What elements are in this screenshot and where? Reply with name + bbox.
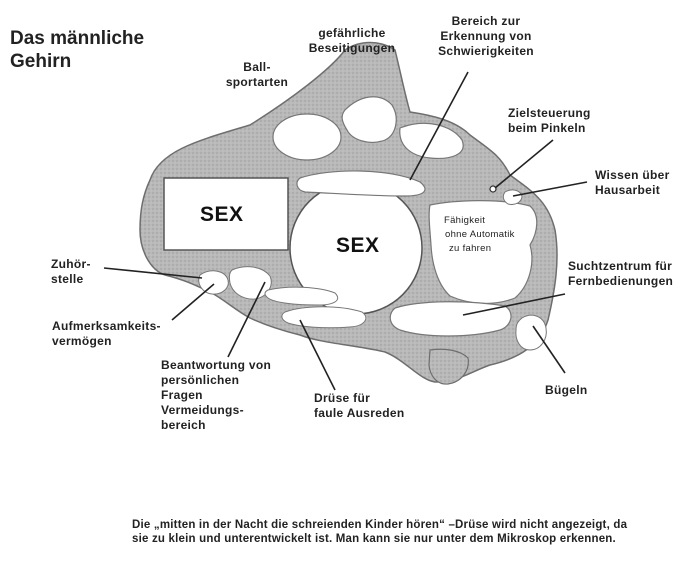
caption: Die „mitten in der Nacht die schreienden… (132, 519, 628, 545)
label-attention: Aufmerksamkeits- vermögen (52, 319, 161, 349)
label-remote-line-1: Suchtzentrum für (568, 259, 673, 273)
sex-left-label: SEX (200, 203, 244, 226)
leader-aiming (494, 139, 554, 189)
region-sex-left (163, 177, 289, 251)
label-listening-line-1: Zuhör- (51, 257, 91, 271)
label-disposals: gefährliche Beseitigungen (308, 26, 396, 56)
label-aiming-line-2: beim Pinkeln (508, 121, 586, 135)
leader-ironing (532, 325, 566, 374)
label-attention-line-1: Aufmerksamkeits- (52, 319, 161, 333)
region-housework (502, 189, 523, 205)
region-ball-sports (272, 113, 342, 161)
leader-remote (462, 293, 566, 316)
label-housework: Wissen über Hausarbeit (595, 168, 670, 198)
region-aiming-dot (489, 185, 497, 193)
driving-label-2: ohne Automatik (445, 229, 515, 240)
label-disposals-line-1: gefährliche (318, 26, 386, 40)
label-personal-line-1: Beantwortung von (161, 358, 272, 372)
region-remote (389, 301, 512, 337)
sex-center-label: SEX (336, 234, 380, 257)
label-personal-line-5: bereich (161, 418, 206, 432)
region-listening (198, 270, 229, 295)
leader-difficulties (409, 71, 469, 181)
region-driving (428, 200, 538, 305)
label-attention-line-2: vermögen (52, 334, 112, 348)
leader-housework (512, 181, 588, 197)
label-aiming: Zielsteuerung beim Pinkeln (508, 106, 591, 136)
label-excuses-line-1: Drüse für (314, 391, 371, 405)
label-excuses: Drüse für faule Ausreden (314, 391, 404, 421)
leader-listening (103, 267, 203, 279)
label-personal-questions: Beantwortung von persönlichen Fragen Ver… (161, 358, 271, 433)
region-disposals (341, 96, 397, 143)
label-excuses-line-2: faule Ausreden (314, 406, 405, 420)
label-personal-line-2: persönlichen (161, 373, 240, 387)
driving-label-1: Fähigkeit (444, 215, 486, 226)
label-personal-line-3: Fragen (161, 388, 203, 402)
driving-label-3: zu fahren (449, 243, 492, 254)
label-ball-line-1: Ball- (243, 60, 271, 74)
label-remote: Suchtzentrum für Fernbedienungen (568, 259, 673, 289)
label-ironing-line-1: Bügeln (545, 383, 588, 397)
label-listening: Zuhör- stelle (51, 257, 91, 287)
leader-attention (171, 283, 215, 321)
label-housework-line-1: Wissen über (595, 168, 670, 182)
label-ball-sports: Ball- sportarten (224, 60, 290, 90)
brain-stem (428, 348, 469, 385)
label-difficulties-line-3: Schwierigkeiten (438, 44, 534, 58)
label-listening-line-2: stelle (51, 272, 84, 286)
label-difficulties-line-2: Erkennung von (440, 29, 532, 43)
label-housework-line-2: Hausarbeit (595, 183, 661, 197)
region-lower-left (264, 286, 339, 306)
label-remote-line-2: Fernbedienungen (568, 274, 674, 288)
page-title-line-1: Das männliche (10, 28, 145, 49)
leader-personal (227, 281, 266, 358)
label-disposals-line-2: Beseitigungen (308, 41, 396, 55)
label-difficulties: Bereich zur Erkennung von Schwierigkeite… (431, 14, 541, 59)
region-upper-strip (296, 170, 426, 197)
label-difficulties-line-1: Bereich zur (451, 14, 521, 28)
region-ironing (515, 314, 547, 351)
leader-excuses (299, 319, 336, 391)
label-ball-line-2: sportarten (225, 75, 289, 89)
label-personal-line-4: Vermeidungs- (161, 403, 244, 417)
region-excuses (281, 306, 367, 329)
label-aiming-line-1: Zielsteuerung (508, 106, 591, 120)
label-ironing: Bügeln (545, 383, 587, 398)
page-title-line-2: Gehirn (10, 51, 72, 72)
